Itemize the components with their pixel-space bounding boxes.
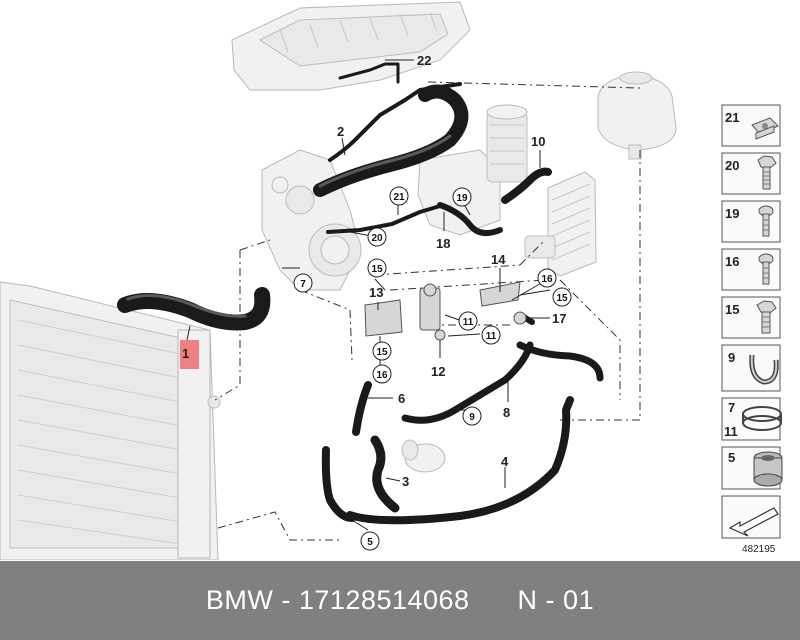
svg-text:9: 9 — [469, 412, 475, 423]
svg-text:7: 7 — [300, 279, 306, 290]
svg-text:11: 11 — [486, 331, 497, 342]
legend-item-9: 9 — [721, 344, 781, 392]
svg-text:16: 16 — [376, 370, 388, 381]
callout-11a: 11 — [458, 311, 478, 331]
hose-clip-icon — [749, 354, 779, 385]
legend-item-20: 20 — [721, 152, 781, 195]
rubber-grommet-icon — [753, 451, 783, 487]
callout-16a: 16 — [537, 268, 557, 288]
torx-screw-icon — [758, 253, 774, 285]
diagonal-arrow-icon — [728, 507, 779, 537]
hose-clamp-icon — [742, 406, 782, 431]
diagram-number: 482195 — [742, 544, 776, 555]
callout-14: 14 — [491, 252, 506, 267]
svg-text:20: 20 — [371, 233, 383, 244]
callout-1: 1 — [182, 346, 189, 361]
oil-filter-housing-ghost — [417, 104, 528, 236]
cylinder-head-ghost — [231, 1, 471, 91]
torx-screw-icon — [758, 205, 774, 237]
hex-bolt-icon — [756, 300, 777, 334]
coolant-hoses-exploded-diagram: 1 2 3 4 6 8 10 12 13 14 17 18 22 5 7 9 1… — [0, 1, 783, 560]
callout-12: 12 — [431, 364, 445, 379]
svg-text:21: 21 — [725, 110, 739, 125]
callout-22: 22 — [417, 53, 431, 68]
callout-7: 7 — [293, 273, 313, 293]
svg-text:11: 11 — [724, 424, 738, 439]
part-1-highlight — [180, 340, 199, 369]
svg-text:16: 16 — [725, 254, 739, 269]
svg-text:15: 15 — [725, 302, 739, 317]
callout-15a: 15 — [367, 258, 387, 278]
legend-item-21: 21 — [721, 104, 781, 147]
svg-text:5: 5 — [367, 537, 373, 548]
svg-text:7: 7 — [728, 400, 735, 415]
footer-part-number: BMW - 17128514068 N - 01 — [205, 585, 595, 615]
legend-item-7-11: 7 11 — [721, 397, 782, 441]
callout-6: 6 — [398, 391, 405, 406]
electric-water-pump-ghost — [401, 439, 446, 473]
brackets-valves — [364, 281, 527, 341]
callout-15b: 15 — [372, 341, 392, 361]
legend-item-19: 19 — [721, 200, 781, 243]
callouts: 1 2 3 4 6 8 10 12 13 14 17 18 22 — [182, 53, 566, 489]
svg-text:9: 9 — [728, 350, 735, 365]
svg-text:15: 15 — [376, 347, 388, 358]
svg-text:15: 15 — [371, 264, 383, 275]
svg-text:5: 5 — [728, 450, 735, 465]
legend-item-16: 16 — [721, 248, 781, 291]
hoses — [117, 62, 604, 525]
svg-text:19: 19 — [725, 206, 739, 221]
oil-cooler-ghost — [524, 171, 597, 277]
svg-text:20: 20 — [725, 158, 739, 173]
callout-15c: 15 — [552, 287, 572, 307]
callout-11b: 11 — [481, 325, 501, 345]
callout-5: 5 — [360, 531, 380, 551]
svg-text:21: 21 — [393, 192, 405, 203]
clip-nut-icon — [751, 117, 779, 140]
legend-item-5: 5 — [721, 446, 783, 490]
callout-2: 2 — [337, 124, 344, 139]
callout-16b: 16 — [372, 364, 392, 384]
parts-legend-panel: 21 20 19 — [721, 104, 783, 555]
callout-19: 19 — [452, 187, 472, 207]
svg-text:16: 16 — [541, 274, 553, 285]
callout-21: 21 — [389, 186, 409, 206]
reference-lines — [214, 81, 641, 541]
callout-9: 9 — [462, 406, 482, 426]
legend-item-15: 15 — [721, 296, 781, 339]
part-number-footer: BMW - 17128514068 N - 01 — [0, 561, 800, 640]
hex-bolt-icon — [757, 155, 777, 190]
legend-arrow-box — [721, 495, 781, 539]
callout-4: 4 — [501, 454, 509, 469]
turbo-pump-ghost — [261, 149, 362, 291]
svg-text:19: 19 — [456, 193, 468, 204]
svg-text:15: 15 — [556, 293, 568, 304]
callout-3: 3 — [402, 474, 409, 489]
callout-18: 18 — [436, 236, 450, 251]
callout-13: 13 — [369, 285, 383, 300]
callout-8: 8 — [503, 405, 510, 420]
callout-10: 10 — [531, 134, 545, 149]
callout-17: 17 — [552, 311, 566, 326]
callout-20: 20 — [367, 227, 387, 247]
svg-text:11: 11 — [463, 317, 474, 328]
radiator-ghost — [0, 281, 221, 560]
expansion-tank-ghost — [597, 71, 677, 160]
circled-callouts: 5 7 9 11 11 15 15 15 16 16 19 20 21 — [293, 186, 572, 551]
